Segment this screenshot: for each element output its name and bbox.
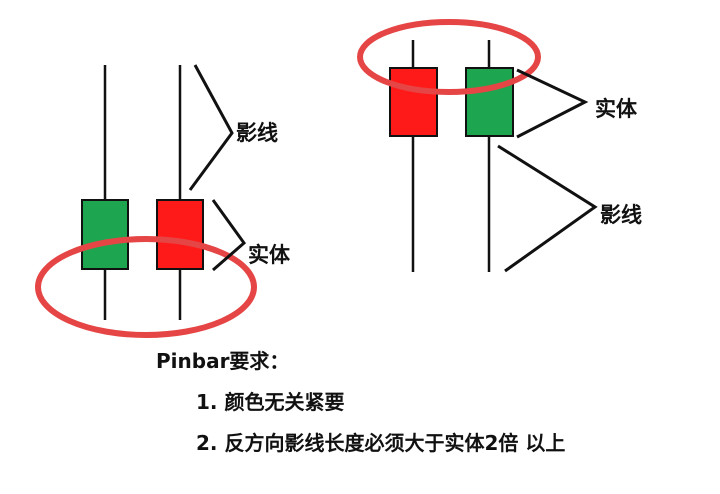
requirement-item-1: 1. 颜色无关紧要 (196, 390, 345, 414)
right-highlight-ellipse (357, 19, 541, 95)
requirements-title: Pinbar要求： (156, 349, 290, 373)
left-body-pointer (211, 199, 247, 272)
left-shadow-pointer (188, 64, 234, 191)
right-body-label: 实体 (595, 97, 638, 121)
right-red-candle-body (389, 67, 438, 137)
left-body-label: 实体 (248, 243, 291, 267)
right-green-candle-body (465, 67, 514, 137)
left-green-candle-body (81, 199, 129, 270)
right-shadow-pointer (497, 144, 598, 273)
right-shadow-label: 影线 (600, 203, 642, 227)
left-red-candle-body (156, 199, 204, 270)
right-body-pointer (516, 68, 589, 139)
left-candle-group: 影线 实体 (35, 64, 291, 338)
right-candle-group: 实体 影线 (357, 19, 642, 273)
requirement-item-2: 2. 反方向影线长度必须大于实体2倍 以上 (196, 431, 566, 455)
left-highlight-ellipse (35, 236, 257, 338)
left-shadow-label: 影线 (236, 121, 278, 145)
